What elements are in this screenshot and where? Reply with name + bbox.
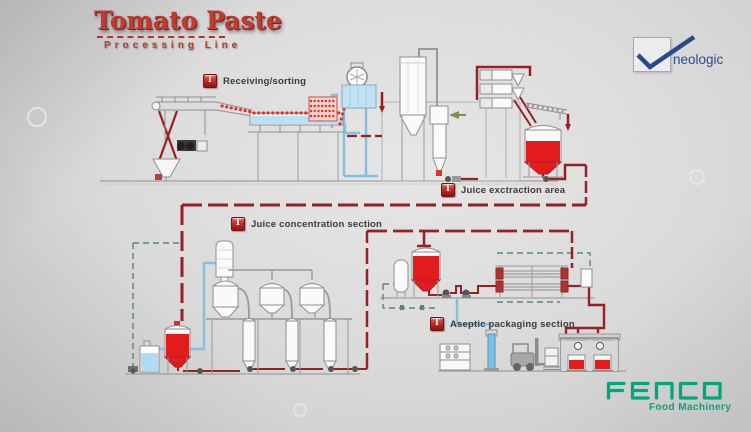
label-juice-extraction: T Juice exctraction area [441,183,565,197]
washer-elevator [341,62,377,109]
drum-rack [439,343,471,371]
label-juice-concentration: T Juice concentration section [231,217,382,231]
label-text: Aseptic packaging section [450,318,575,330]
extraction-cyclone-column [429,105,466,182]
cip-valves [400,305,424,310]
inlet-arrow-icon [449,111,459,119]
incline-conveyor [525,102,568,120]
extractor-stack [479,69,525,178]
label-aseptic-packaging: T Aseptic packaging section [430,317,575,331]
forklift [510,338,549,371]
neologic-logo: neologic [628,30,748,78]
drum-filling-station [484,329,499,371]
pallet-load [543,347,560,370]
tomato-t-icon: T [203,74,217,88]
balance-tank [163,321,203,374]
extraction-room-frame [381,101,521,182]
sorting-pump-motor [177,140,208,152]
crate-stack [308,96,338,122]
fenco-logo: FENCO Food Machinery [605,381,745,423]
title-line1: Tomato Paste [94,6,282,35]
tomato-t-icon: T [430,317,444,331]
tubular-sterilizer [495,265,593,297]
concentration-pumps [130,366,358,374]
aseptic-pumps [442,289,471,298]
condenser-column [215,240,234,287]
label-receiving-sorting: T Receiving/sorting [203,74,306,88]
title-underline [97,36,225,39]
buffer-vessel [393,259,409,297]
heater-columns [242,318,337,369]
aseptic-tank [410,247,442,297]
tomato-t-icon: T [441,183,455,197]
tomato-t-icon: T [231,217,245,231]
label-text: Juice concentration section [251,218,383,230]
vapor-ducts [228,269,331,319]
fenco-wordmark-graphic [606,381,722,400]
water-blue-pipes [159,93,492,351]
red-flow-arrows [379,106,571,131]
cip-teal-lines [132,242,591,374]
label-text: Receiving/sorting [223,75,307,87]
label-text: Juice exctraction area [461,184,566,196]
storage-silo [399,48,438,181]
title-line2: Processing Line [104,40,242,52]
page-title: Tomato Paste Processing Line [94,6,282,52]
evaporator-vessels [211,280,326,319]
neologic-wordmark: neologic [673,52,724,67]
aseptic-bag-filler [558,333,621,372]
flume-conveyor [248,112,345,181]
juice-storage-tank [523,125,563,182]
waste-hopper [152,158,181,181]
background-marks [27,107,705,417]
checkmark-icon [636,35,696,70]
sorting-conveyor [151,96,253,140]
back-pressure-vessel [580,268,593,288]
fenco-tagline: Food Machinery [649,402,732,413]
